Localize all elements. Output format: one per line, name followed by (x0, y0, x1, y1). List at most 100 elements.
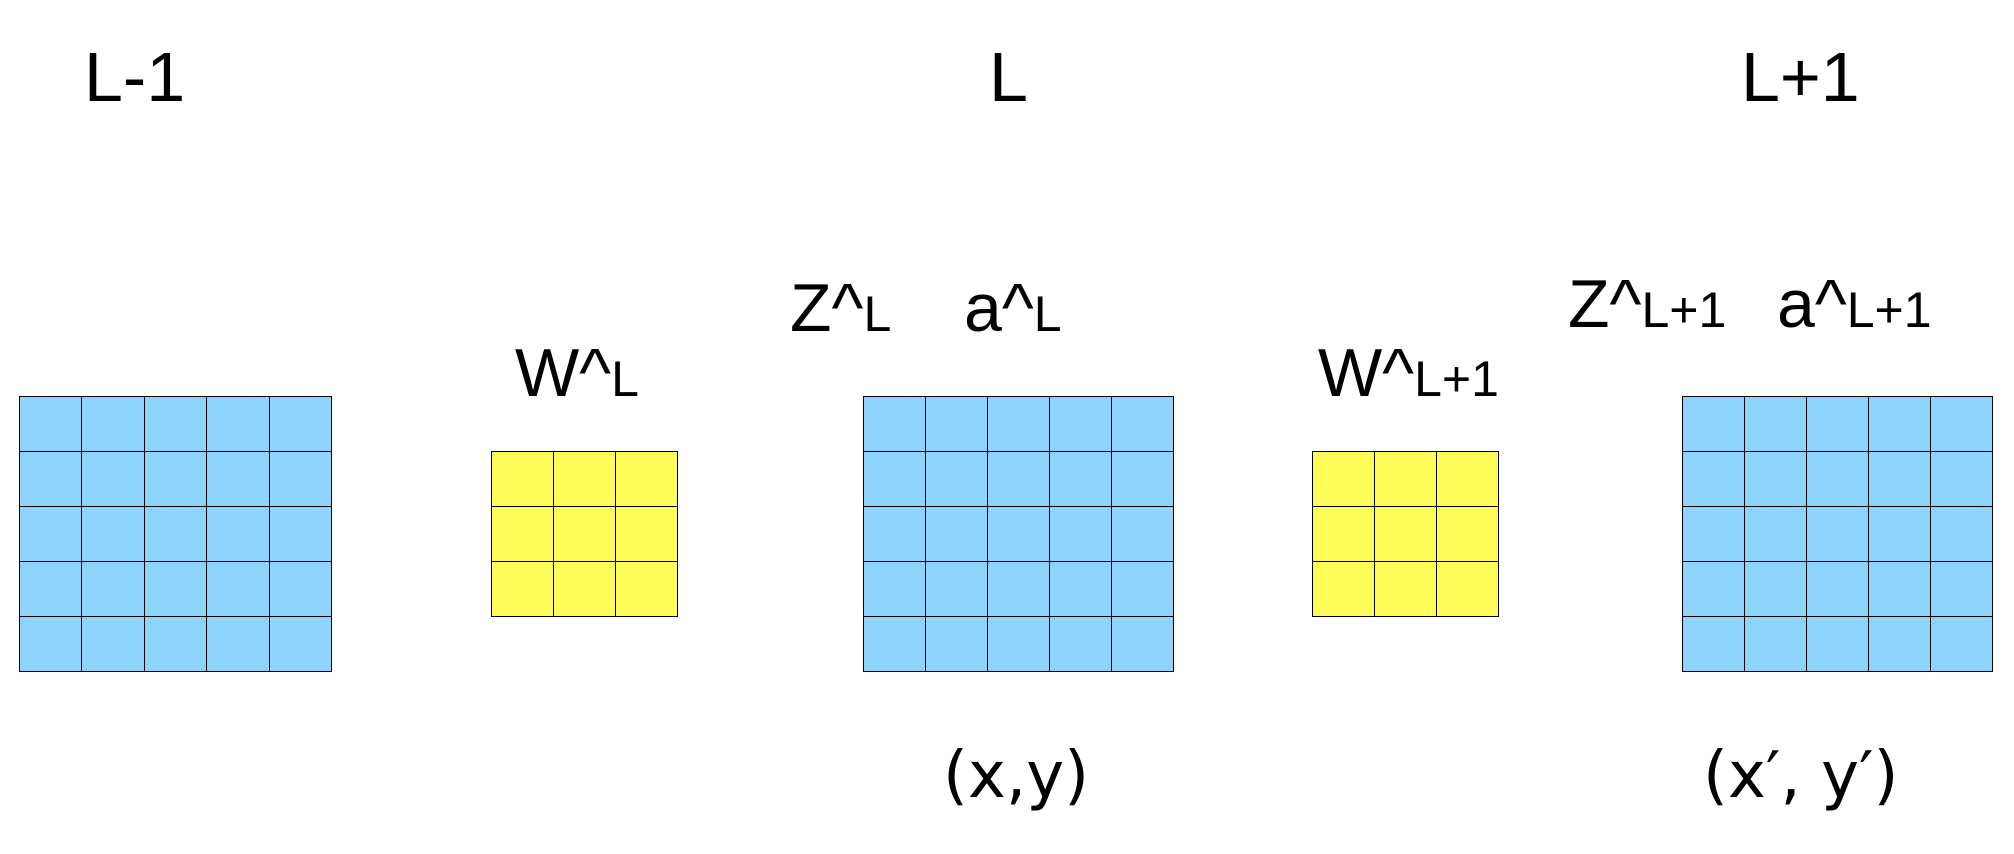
grid-cell (269, 562, 332, 617)
grid-cell (988, 397, 1050, 452)
grid-cell (926, 452, 988, 507)
feature-map-next (1682, 396, 1993, 672)
grid-cell (1807, 562, 1869, 617)
grid-cell (1869, 562, 1931, 617)
grid-cell (1683, 617, 1745, 672)
activation-label-l-sub: L (1033, 286, 1062, 342)
grid-cell (864, 507, 926, 562)
z-label-l1: Z^L+1 (1568, 270, 1726, 338)
z-label-l-sub: L (863, 286, 892, 342)
grid-cell (82, 397, 145, 452)
grid-cell (864, 562, 926, 617)
grid-cell (1112, 397, 1174, 452)
weight-label-l1: W^L+1 (1318, 339, 1499, 407)
grid-cell (926, 397, 988, 452)
grid-cell (616, 452, 678, 507)
layer-title-prev: L-1 (84, 38, 186, 116)
grid-cell (82, 507, 145, 562)
grid-cell (988, 452, 1050, 507)
grid-cell (207, 617, 270, 672)
grid-cell (1931, 617, 1993, 672)
grid-cell (1050, 397, 1112, 452)
kernel-l (491, 451, 678, 617)
z-label-l1-base: Z^ (1568, 266, 1642, 342)
grid-cell (1931, 397, 1993, 452)
grid-cell (1931, 507, 1993, 562)
grid-cell (1745, 452, 1807, 507)
grid-cell (1112, 507, 1174, 562)
grid-cell (269, 617, 332, 672)
grid-cell (144, 617, 208, 672)
grid-cell (82, 617, 145, 672)
grid-cell (988, 507, 1050, 562)
grid-cell (82, 562, 145, 617)
grid-cell (1437, 507, 1499, 562)
grid-cell (1683, 507, 1745, 562)
coord-next: (x′, y′) (1703, 739, 1899, 813)
grid-cell (144, 507, 208, 562)
grid-cell (207, 562, 270, 617)
grid-cell (1050, 562, 1112, 617)
grid-cell (1112, 617, 1174, 672)
activation-label-l1-sub: L+1 (1846, 282, 1932, 338)
z-label-l: Z^L (790, 274, 891, 342)
grid-cell (1683, 452, 1745, 507)
grid-cell (1112, 452, 1174, 507)
grid-cell (207, 507, 270, 562)
grid-cell (207, 397, 270, 452)
grid-cell (1869, 617, 1931, 672)
grid-cell (82, 452, 145, 507)
grid-cell (1869, 397, 1931, 452)
grid-cell (864, 397, 926, 452)
grid-cell (1807, 617, 1869, 672)
grid-cell (616, 507, 678, 562)
grid-cell (269, 507, 332, 562)
kernel-l1 (1312, 451, 1499, 617)
grid-cell (492, 507, 554, 562)
weight-label-l1-sub: L+1 (1414, 351, 1499, 407)
grid-cell (1745, 617, 1807, 672)
grid-cell (1683, 562, 1745, 617)
grid-cell (144, 397, 208, 452)
grid-cell (1375, 452, 1437, 507)
layer-title-next: L+1 (1741, 38, 1860, 116)
grid-cell (1745, 397, 1807, 452)
grid-cell (1745, 562, 1807, 617)
grid-cell (144, 562, 208, 617)
grid-cell (1375, 507, 1437, 562)
grid-cell (554, 507, 616, 562)
grid-cell (616, 562, 678, 617)
grid-cell (1313, 452, 1375, 507)
grid-cell (988, 562, 1050, 617)
grid-cell (1437, 562, 1499, 617)
weight-label-l-sub: L (611, 351, 639, 407)
grid-cell (492, 452, 554, 507)
feature-map-curr (863, 396, 1174, 672)
grid-cell (1807, 507, 1869, 562)
grid-cell (20, 507, 83, 562)
grid-cell (1437, 452, 1499, 507)
z-label-l-base: Z^ (790, 270, 864, 346)
grid-cell (492, 562, 554, 617)
grid-cell (1050, 507, 1112, 562)
grid-cell (1050, 617, 1112, 672)
grid-cell (1869, 507, 1931, 562)
weight-label-l-base: W^ (515, 335, 612, 411)
grid-cell (554, 452, 616, 507)
grid-cell (207, 452, 270, 507)
grid-cell (20, 397, 83, 452)
grid-cell (20, 452, 83, 507)
grid-cell (269, 452, 332, 507)
grid-cell (926, 507, 988, 562)
activation-label-l: a^L (964, 274, 1062, 342)
feature-map-prev (19, 396, 332, 672)
grid-cell (1683, 397, 1745, 452)
grid-cell (1313, 562, 1375, 617)
grid-cell (554, 562, 616, 617)
grid-cell (1313, 507, 1375, 562)
grid-cell (1807, 397, 1869, 452)
grid-cell (864, 452, 926, 507)
grid-cell (926, 562, 988, 617)
z-label-l1-sub: L+1 (1641, 282, 1727, 338)
grid-cell (1931, 562, 1993, 617)
